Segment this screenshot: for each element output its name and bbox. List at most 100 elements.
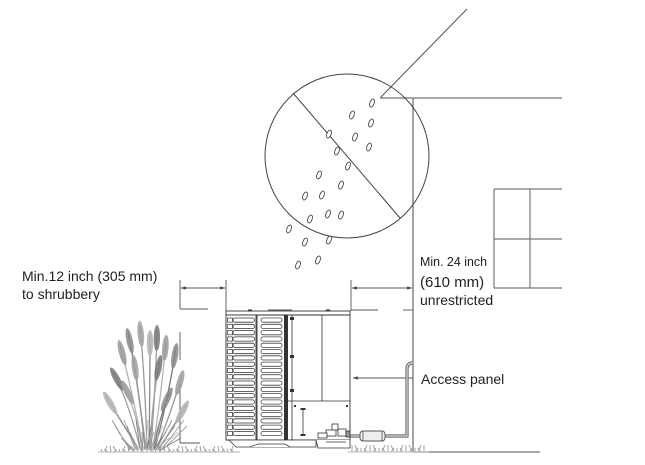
grill-slot bbox=[260, 336, 283, 342]
grill-slot bbox=[260, 424, 283, 430]
corner-post bbox=[284, 315, 288, 440]
grill-slot bbox=[232, 424, 255, 430]
grass-tuft bbox=[176, 445, 180, 453]
grill-square bbox=[227, 380, 233, 386]
grass-tuft bbox=[212, 445, 216, 453]
grass-tuft bbox=[112, 445, 118, 453]
raindrop bbox=[334, 146, 340, 156]
grass-tuft bbox=[148, 445, 154, 453]
grass-plume bbox=[121, 380, 134, 405]
wall-clearance-label-2: (610 mm) bbox=[420, 274, 484, 291]
grass-tuft bbox=[381, 447, 386, 453]
grass-tuft bbox=[230, 445, 234, 453]
grass-tuft bbox=[354, 444, 359, 453]
grill-square bbox=[227, 336, 233, 342]
raindrop bbox=[338, 180, 344, 190]
grass-tuft bbox=[166, 445, 172, 453]
grill-square bbox=[227, 349, 233, 355]
prohibition-circle bbox=[264, 73, 430, 239]
grass-tuft bbox=[194, 445, 198, 453]
grill-slot bbox=[260, 393, 283, 399]
grill-slot bbox=[260, 323, 283, 329]
grill-square bbox=[227, 418, 233, 424]
grill-square bbox=[227, 424, 233, 430]
grass-plume bbox=[137, 321, 145, 347]
grass-stem bbox=[155, 419, 173, 451]
ground-grass bbox=[98, 444, 429, 453]
grill-slot bbox=[232, 349, 255, 355]
grass-stem bbox=[138, 425, 143, 451]
grill-square bbox=[227, 399, 233, 405]
grill-slot bbox=[232, 355, 255, 361]
grill-square bbox=[227, 355, 233, 361]
grill-slot bbox=[260, 355, 283, 361]
grill-square bbox=[227, 431, 233, 436]
outdoor-unit bbox=[225, 309, 351, 449]
grass-stem bbox=[143, 437, 146, 451]
grass-tuft bbox=[417, 444, 422, 453]
coil-grill bbox=[227, 317, 283, 436]
grill-slot bbox=[260, 374, 283, 380]
wall-clearance-label-1: Min. 24 inch bbox=[420, 255, 487, 269]
grill-slot bbox=[260, 342, 283, 348]
grass-plume bbox=[160, 387, 173, 412]
grass-tuft bbox=[372, 444, 377, 453]
grill-slot bbox=[232, 330, 255, 336]
grass-stem bbox=[129, 431, 139, 451]
grill-slot bbox=[260, 361, 283, 367]
roof-line bbox=[379, 8, 468, 99]
grill-slot bbox=[232, 367, 255, 373]
raindrop bbox=[326, 129, 332, 139]
shrub bbox=[102, 321, 190, 451]
grill-slot bbox=[232, 380, 255, 386]
grass-tuft bbox=[184, 445, 190, 453]
raindrop bbox=[338, 210, 344, 220]
grill-slot bbox=[232, 430, 255, 436]
raindrop bbox=[295, 260, 301, 270]
grill-square bbox=[227, 368, 233, 373]
grass-stem bbox=[132, 437, 140, 451]
raindrop bbox=[352, 132, 358, 142]
raindrop bbox=[349, 110, 355, 120]
grill-slot bbox=[260, 412, 283, 418]
service-valves bbox=[317, 423, 351, 439]
grass-tuft bbox=[127, 445, 130, 453]
wall-clearance-label-3: unrestricted bbox=[420, 292, 493, 308]
grass-plume bbox=[110, 367, 124, 391]
grill-slot bbox=[232, 405, 255, 411]
raindrop bbox=[345, 161, 351, 171]
grill-slot bbox=[260, 367, 283, 373]
grill-slot bbox=[260, 380, 283, 386]
shrubbery-clearance-label-1: Min.12 inch (305 mm) bbox=[22, 268, 157, 284]
grass-tuft bbox=[202, 445, 208, 453]
grill-square bbox=[227, 317, 233, 323]
grill-slot bbox=[232, 323, 255, 329]
filter-drier bbox=[359, 430, 386, 442]
grass-tuft bbox=[158, 445, 162, 453]
grill-square bbox=[227, 330, 233, 336]
grill-slot bbox=[232, 336, 255, 342]
grass-plume bbox=[146, 330, 154, 356]
house bbox=[379, 8, 562, 453]
grill-square bbox=[227, 323, 233, 329]
raindrop bbox=[286, 224, 292, 234]
grass-plume bbox=[175, 400, 190, 424]
grass-plume bbox=[162, 335, 169, 361]
grass-stem bbox=[123, 419, 136, 451]
grass-tuft bbox=[145, 445, 148, 453]
grill-square bbox=[227, 342, 233, 348]
unit-base bbox=[228, 439, 351, 449]
grass-tuft bbox=[399, 444, 404, 453]
grass-stem bbox=[150, 419, 161, 451]
grass-tuft bbox=[408, 444, 413, 453]
grass-stem bbox=[135, 419, 141, 451]
grill-square bbox=[227, 412, 233, 418]
grass-stem bbox=[156, 425, 176, 451]
grass-tuft bbox=[217, 445, 220, 453]
grill-slot bbox=[260, 386, 283, 392]
raindrop bbox=[325, 209, 331, 219]
shrubbery-clearance-dimension bbox=[179, 280, 227, 444]
grass-tuft bbox=[363, 447, 368, 453]
grass-plume bbox=[175, 370, 185, 396]
